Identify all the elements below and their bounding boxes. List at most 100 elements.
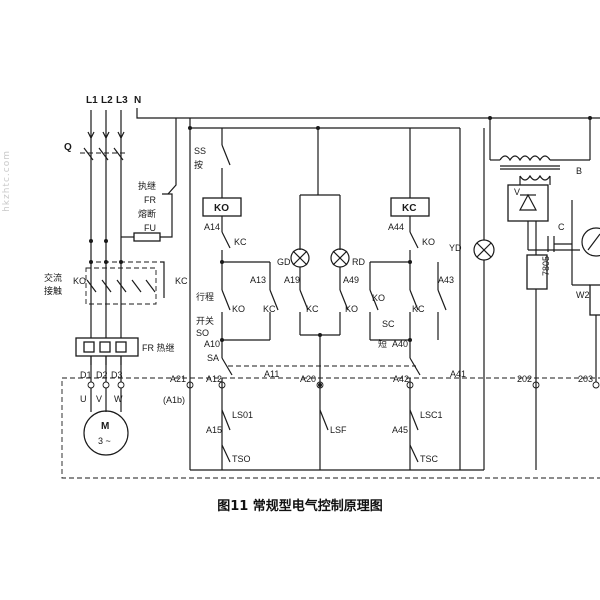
- label-sc: SC: [382, 319, 395, 329]
- transformer-primary: [499, 155, 551, 162]
- label-ko-coil: KO: [214, 203, 229, 214]
- label-kc-left: KC: [175, 276, 188, 286]
- label-d2: D2: [96, 370, 108, 380]
- label-d3: D3: [111, 370, 123, 380]
- transformer-secondary: [519, 174, 551, 181]
- label-ss: SS: [194, 146, 206, 156]
- label-n: N: [134, 95, 141, 106]
- watermark: hkzhtc.com: [2, 150, 12, 212]
- label-a40: A40: [392, 339, 408, 349]
- label-a12: A12: [206, 374, 222, 384]
- ls01-contact: [221, 409, 231, 431]
- label-kc-d: KC: [412, 304, 425, 314]
- label-motor-m: M: [101, 421, 109, 432]
- figure-caption: 图11 常规型电气控制原理图: [217, 499, 383, 514]
- lsf-contact: [319, 409, 329, 431]
- label-a21: A21: [170, 374, 186, 384]
- label-u: U: [80, 394, 87, 404]
- w2-resistor: [589, 284, 600, 316]
- regulator-7805: [526, 254, 548, 290]
- label-l3: L3: [116, 95, 128, 106]
- label-b: B: [576, 166, 582, 176]
- label-motor-3: 3 ~: [98, 436, 111, 446]
- label-sa: SA: [207, 353, 219, 363]
- tsc-contact: [409, 444, 419, 463]
- label-kaiguan: 开关: [196, 315, 214, 326]
- label-a10: A10: [204, 339, 220, 349]
- label-an: 按: [194, 159, 203, 170]
- label-tso: TSO: [232, 454, 251, 464]
- label-fr-b: 熔断: [138, 208, 156, 219]
- label-c: C: [558, 222, 565, 232]
- label-a11: A11: [264, 369, 279, 379]
- label-gd: GD: [277, 257, 291, 267]
- label-rd: RD: [352, 257, 365, 267]
- label-202: 202: [517, 374, 532, 384]
- label-a1b: (A1b): [163, 395, 185, 405]
- label-ko-a: KO: [422, 237, 435, 247]
- label-ko-d: KO: [372, 293, 385, 303]
- label-7805: 7805: [541, 256, 551, 276]
- motor: [83, 410, 129, 456]
- label-ko-left: KO: [73, 276, 86, 286]
- label-l1: L1: [86, 95, 98, 106]
- label-a43: A43: [438, 275, 454, 285]
- power-section: [75, 108, 600, 456]
- label-a42: A42: [393, 374, 409, 384]
- label-so: SO: [196, 328, 209, 338]
- label-l2: L2: [101, 95, 113, 106]
- label-kc-c: KC: [306, 304, 319, 314]
- label-ac-a: 交流: [44, 272, 62, 283]
- q-blade-1: [83, 147, 94, 161]
- label-v: V: [96, 394, 102, 404]
- arrow-l1: [87, 131, 95, 140]
- label-kc-b: KC: [263, 304, 276, 314]
- label-ac-b: 接触: [44, 285, 62, 296]
- label-d1: D1: [80, 370, 92, 380]
- arrow-l2: [102, 131, 110, 140]
- label-203: 203: [578, 374, 593, 384]
- tso-contact: [221, 444, 231, 463]
- label-a20: A20: [300, 374, 316, 384]
- meter: [581, 227, 600, 257]
- label-fu: FU: [144, 223, 156, 233]
- label-a14: A14: [204, 222, 220, 232]
- label-a44: A44: [388, 222, 404, 232]
- arrow-l3: [117, 131, 125, 140]
- label-a13: A13: [250, 275, 266, 285]
- q-blade-2: [98, 147, 109, 161]
- lsc1-contact: [409, 409, 419, 431]
- label-ko-b: KO: [232, 304, 245, 314]
- label-a19: A19: [284, 275, 300, 285]
- label-lsf: LSF: [330, 425, 347, 435]
- wire-fu-to-fr: [160, 193, 173, 238]
- label-a15: A15: [206, 425, 222, 435]
- rectifier-section: [488, 116, 600, 470]
- label-a41: A41: [450, 369, 466, 379]
- label-xingcheng: 行程: [196, 291, 214, 302]
- label-kc-coil: KC: [402, 203, 416, 214]
- label-fr: FR: [144, 195, 156, 205]
- label-ko-c: KO: [345, 304, 358, 314]
- label-kc-a: KC: [234, 237, 247, 247]
- label-fr-a: 执继: [138, 180, 156, 191]
- label-tsc: TSC: [420, 454, 439, 464]
- q-blade-3: [113, 147, 124, 161]
- label-lsc1: LSC1: [420, 410, 443, 420]
- label-q: Q: [64, 142, 72, 153]
- label-fr-relay: FR 热继: [142, 342, 175, 353]
- label-w2: W2: [576, 290, 590, 300]
- label-w: W: [114, 394, 123, 404]
- label-duan: 短: [378, 338, 387, 349]
- label-yd: YD: [449, 243, 462, 253]
- control-section: [186, 118, 600, 471]
- fuse-fu: [133, 232, 161, 242]
- ss-button: [221, 144, 231, 166]
- fr-contact-top: [167, 118, 177, 195]
- wire-n: [136, 108, 600, 119]
- label-ls01: LS01: [232, 410, 253, 420]
- label-v-right: V: [514, 187, 520, 197]
- label-a49: A49: [343, 275, 359, 285]
